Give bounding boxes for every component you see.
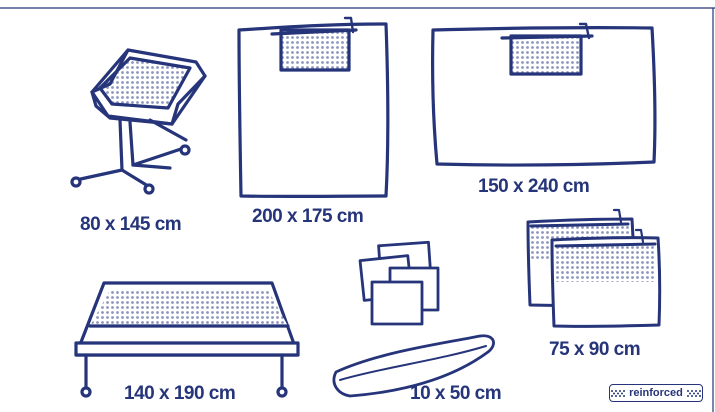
label-pouch-drapes: 75 x 90 cm (549, 339, 641, 360)
square-drape-icon (237, 16, 390, 199)
dot-pattern-icon (686, 389, 701, 397)
dot-pattern-icon (611, 389, 626, 397)
label-towels: 10 x 50 cm (410, 383, 502, 404)
reinforced-badge: reinforced (609, 384, 703, 402)
label-table-cover: 140 x 190 cm (124, 383, 236, 404)
towels-icon (332, 240, 495, 398)
pouch-drapes-icon (526, 208, 662, 328)
label-square-drape: 200 x 175 cm (252, 206, 364, 227)
reinforced-label: reinforced (629, 387, 683, 399)
label-baby-cot-drape: 80 x 145 cm (80, 214, 182, 235)
table-cover-icon (74, 281, 300, 398)
wide-drape-icon (431, 22, 657, 167)
label-wide-drape: 150 x 240 cm (478, 176, 590, 197)
baby-cot-icon (70, 48, 207, 195)
